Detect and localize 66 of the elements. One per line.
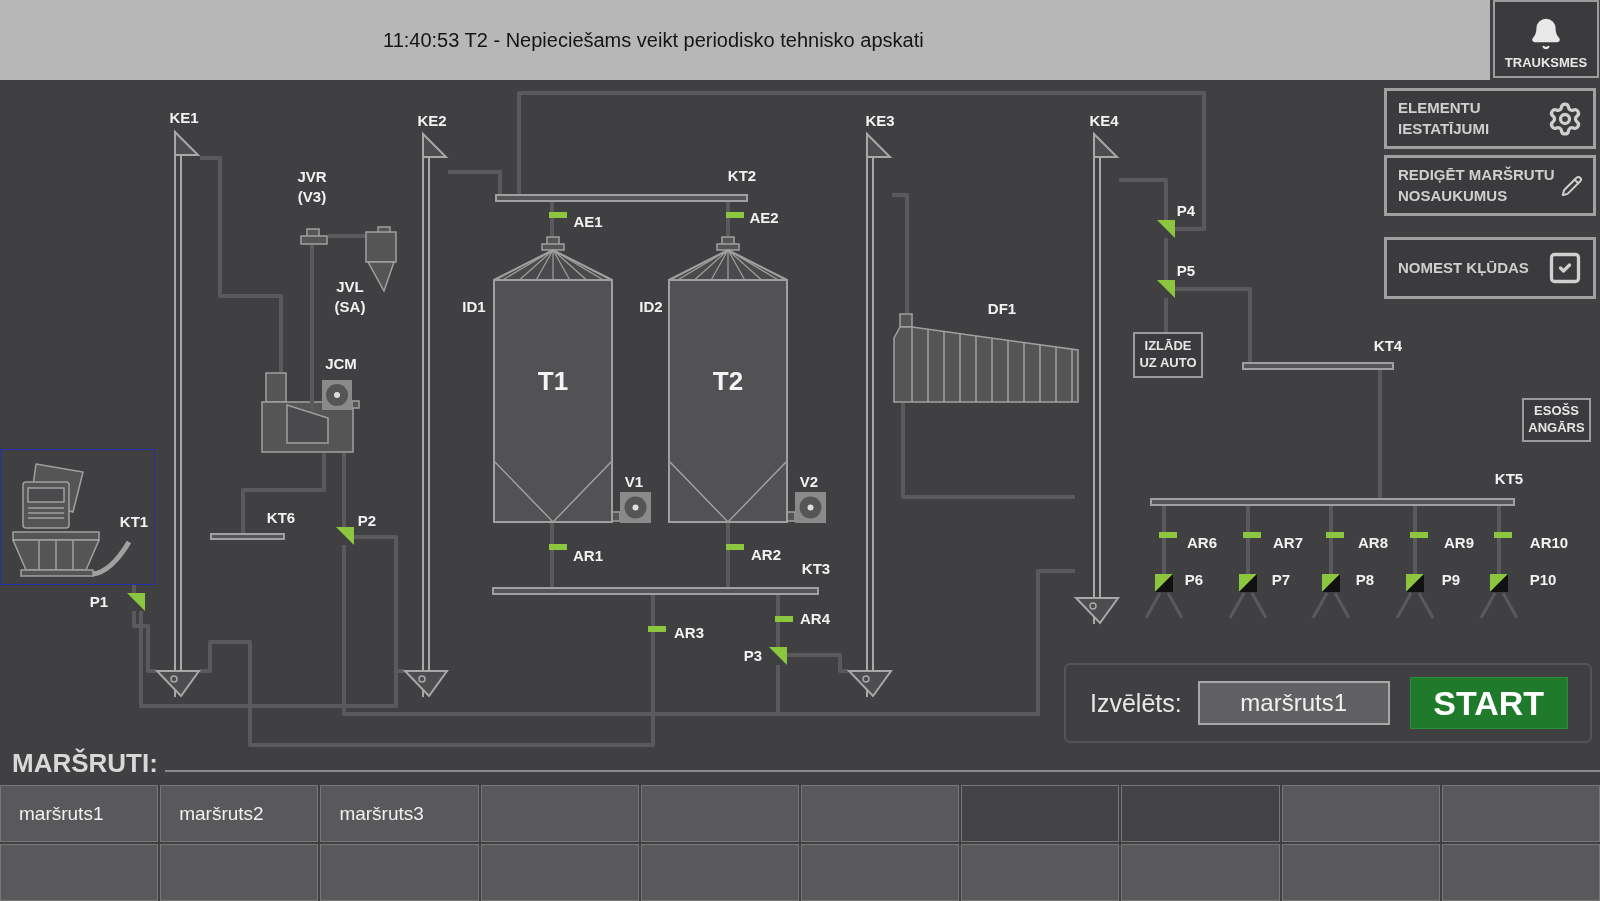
alarms-button: TRAUKSMES [1493, 0, 1599, 78]
pipe-line [132, 611, 156, 673]
equipment-tag: KE4 [1089, 111, 1119, 131]
valve-tag: AR1 [573, 546, 603, 564]
valve-tag: AR9 [1444, 533, 1474, 551]
pipe-line [448, 170, 502, 194]
equipment-tag: P7 [1271, 570, 1291, 590]
equipment-tag: KT2 [727, 166, 757, 186]
destination-box: ESOŠS ANGĀRS [1522, 398, 1591, 442]
valve-tag: AR7 [1273, 533, 1303, 551]
equipment-tag: ID1 [462, 297, 486, 317]
equipment-tag: P1 [89, 592, 109, 612]
equipment-tag: KE1 [169, 108, 199, 128]
equipment-tag: P6 [1184, 570, 1204, 590]
route-cell: maršruts3 [320, 785, 479, 842]
route-cell: maršruts1 [0, 785, 159, 842]
pipe-line [901, 403, 1075, 499]
equipment-tag: P2 [357, 511, 377, 531]
equipment-tag: KE2 [417, 111, 447, 131]
start-button: START [1409, 677, 1568, 729]
silo-name: T2 [711, 366, 745, 397]
equipment-tag: P9 [1441, 570, 1461, 590]
destination-box: IZLĀDE UZ AUTO [1133, 332, 1203, 378]
valve-tag: AE2 [749, 208, 779, 226]
equipment-tag: KT4 [1373, 336, 1403, 356]
valve-tag: AE1 [573, 212, 603, 230]
equipment-tag: P8 [1355, 570, 1375, 590]
equipment-tag: P5 [1176, 261, 1196, 281]
equipment-tag: JVL (SA) [328, 276, 372, 316]
valve-tag: AR6 [1187, 533, 1217, 551]
pipe-line [241, 453, 326, 533]
equipment-tag: JVR (V3) [290, 166, 334, 206]
valve-tag: AR10 [1529, 533, 1569, 551]
selection-label: Izvēlēts: [1090, 688, 1182, 718]
equipment-tag: P3 [743, 646, 763, 666]
valve-tag: AR4 [800, 609, 830, 627]
menu-button: ELEMENTU IESTATĪJUMI [1384, 88, 1596, 149]
valve-tag: AR2 [751, 545, 781, 563]
pipe-line [200, 156, 283, 372]
alarm-message: 11:40:53 T2 - Nepieciešams veikt periodisko tehnisko apskati [383, 28, 924, 52]
menu-button: NOMEST KĻŪDAS [1384, 237, 1596, 299]
equipment-tag: KT5 [1494, 469, 1524, 489]
valve-tag: AR3 [674, 623, 704, 641]
equipment-tag: V1 [624, 472, 644, 492]
equipment-tag: P4 [1176, 201, 1196, 221]
selected-route-field: maršruts1 [1197, 681, 1390, 725]
pipe-line [892, 193, 909, 313]
equipment-tag: V2 [799, 472, 819, 492]
menu-button: REDIĢĒT MARŠRUTU NOSAUKUMUS [1384, 155, 1596, 216]
valve-tag: AR8 [1358, 533, 1388, 551]
equipment-tag: JCM [325, 354, 357, 374]
pipe-line [787, 653, 848, 673]
equipment-tag: KT6 [266, 508, 296, 528]
equipment-tag: DF1 [987, 299, 1017, 319]
equipment-tag: KT1 [119, 512, 149, 530]
silo-name: T1 [536, 366, 570, 397]
route-cell: maršruts2 [160, 785, 319, 842]
equipment-tag: P10 [1529, 570, 1557, 590]
pipe-line [517, 91, 1206, 231]
routes-heading: MARŠRUTI: [12, 748, 158, 779]
equipment-tag: KT3 [801, 559, 831, 579]
pipe-line [1175, 287, 1252, 362]
equipment-tag: KE3 [865, 111, 895, 131]
pipe-line [200, 595, 655, 747]
equipment-tag: ID2 [639, 297, 663, 317]
pipe-line [1119, 178, 1168, 220]
